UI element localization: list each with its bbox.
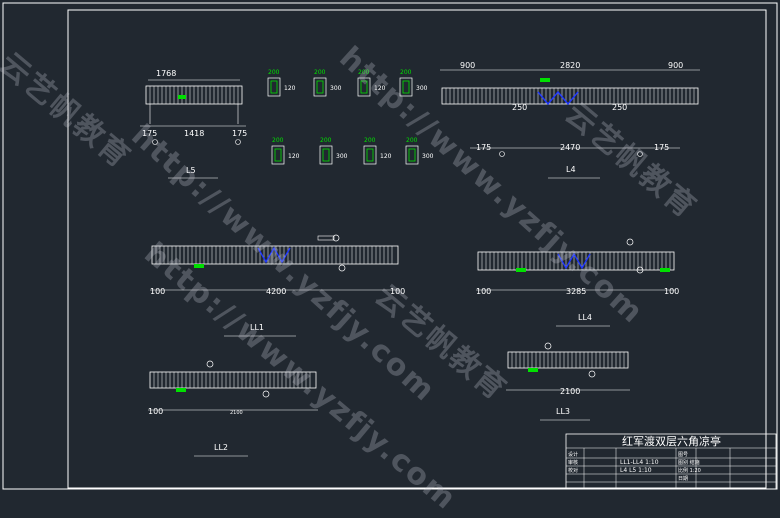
section-height-label: 120	[380, 153, 392, 160]
section-detail: 200 120	[267, 69, 296, 97]
section-width-label: 200	[268, 69, 280, 76]
tb-reviewer: 审核	[568, 459, 578, 466]
LL2-dim-mid: 2100	[230, 410, 243, 416]
section-detail: 200 120	[271, 137, 300, 165]
L4-dim-top-left: 900	[460, 61, 475, 70]
section-width-label: 200	[400, 69, 412, 76]
LL3-dim-mid: 2100	[560, 387, 580, 396]
LL4-dim-left: 100	[476, 287, 491, 296]
LL1-dim-mid: 4200	[266, 287, 286, 296]
outer-border	[2, 2, 778, 490]
section-height-label: 120	[284, 85, 296, 92]
LL1-title: LL1	[250, 323, 264, 332]
tb-designer: 设计	[568, 451, 578, 458]
L5-dim-left: 175	[142, 129, 157, 138]
section-detail: 200 300	[313, 69, 342, 97]
beam-L5[interactable]: 1768 175 1418 175 L5	[140, 69, 247, 179]
L4-dim-bot-mid: 2470	[560, 143, 580, 152]
section-width-label: 200	[272, 137, 284, 144]
LL4-dim-right: 100	[664, 287, 679, 296]
section-detail: 200 300	[405, 137, 434, 165]
tb-drawing-no: 图号	[678, 452, 688, 458]
tb-checker: 校对	[568, 467, 578, 474]
drawing-title: 红军渡双层六角凉亭	[622, 434, 721, 448]
title-block: 红军渡双层六角凉亭 LL1-LL4 1:10 L4 L5 1:10 设计 审核 …	[565, 433, 777, 490]
beam-LL2[interactable]: 100 2100 LL2	[148, 360, 318, 457]
L4-note-left: 250	[512, 103, 527, 112]
L5-dim-right: 175	[232, 129, 247, 138]
LL3-title: LL3	[556, 407, 570, 416]
LL4-dim-mid: 3285	[566, 287, 586, 296]
scale-note-2: L4 L5 1:10	[620, 467, 652, 474]
beam-L4[interactable]: 900 2820 900 250 250 175 2470 175 L4	[440, 61, 700, 179]
section-details[interactable]: 200 120 200 300 200 120 200 300 200 120 200 300 200 1…	[267, 69, 434, 165]
L4-dim-top-mid: 2820	[560, 61, 580, 70]
section-width-label: 200	[314, 69, 326, 76]
beam-LL3[interactable]: 2100 LL3	[506, 342, 630, 421]
section-width-label: 200	[364, 137, 376, 144]
L5-dim-mid: 1418	[184, 129, 204, 138]
section-width-label: 200	[406, 137, 418, 144]
beam-LL4[interactable]: 100 3285 100 LL4	[476, 238, 679, 327]
beam-LL1[interactable]: 100 4200 100 LL1	[150, 234, 405, 337]
section-height-label: 300	[416, 85, 428, 92]
section-height-label: 300	[336, 153, 348, 160]
tb-scale: 比例 1:20	[678, 467, 701, 474]
L4-title: L4	[566, 165, 576, 174]
section-height-label: 120	[288, 153, 300, 160]
L4-dim-bot-right: 175	[654, 143, 669, 152]
LL4-title: LL4	[578, 313, 592, 322]
inner-border	[67, 9, 767, 489]
tb-category: 图别 结施	[678, 459, 700, 466]
LL2-title: LL2	[214, 443, 228, 452]
section-detail: 200 300	[399, 69, 428, 97]
section-height-label: 300	[422, 153, 434, 160]
section-height-label: 120	[374, 85, 386, 92]
L5-title: L5	[186, 166, 196, 175]
scale-note-1: LL1-LL4 1:10	[620, 459, 659, 466]
section-width-label: 200	[358, 69, 370, 76]
section-detail: 200 120	[363, 137, 392, 165]
L4-dim-top-right: 900	[668, 61, 683, 70]
section-height-label: 300	[330, 85, 342, 92]
section-detail: 200 300	[319, 137, 348, 165]
section-detail: 200 120	[357, 69, 386, 97]
section-width-label: 200	[320, 137, 332, 144]
drawing-sheet: 1768 175 1418 175 L5 2001202003002001202…	[2, 2, 778, 490]
LL2-dim-left: 100	[148, 407, 163, 416]
L4-dim-bot-left: 175	[476, 143, 491, 152]
LL1-dim-right: 100	[390, 287, 405, 296]
L5-dim-top: 1768	[156, 69, 176, 78]
LL1-dim-left: 100	[150, 287, 165, 296]
tb-date: 日期	[678, 476, 688, 482]
L5-rebar-tag	[178, 95, 186, 99]
L4-note-right: 250	[612, 103, 627, 112]
